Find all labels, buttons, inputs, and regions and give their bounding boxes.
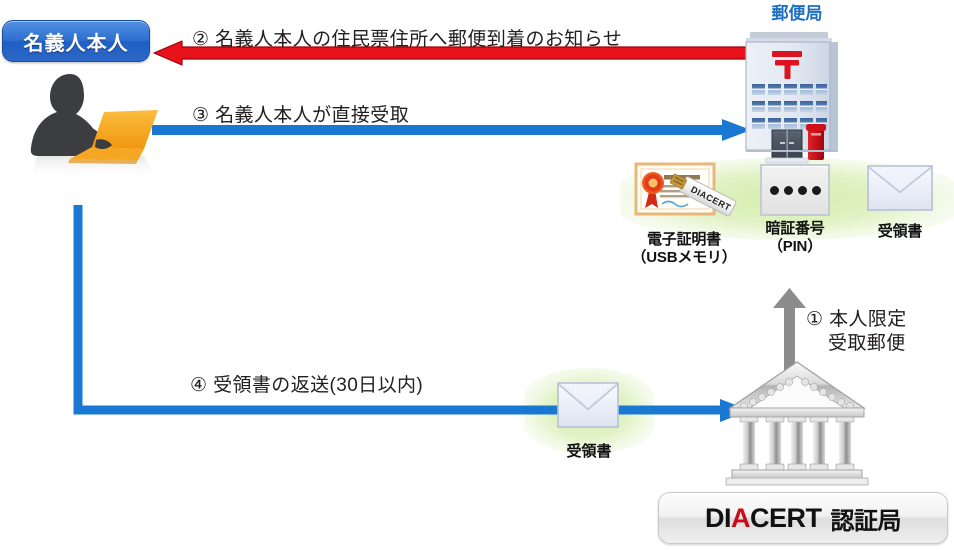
step1-label-line2: 受取郵便 bbox=[828, 333, 906, 355]
post-office-label-text: 郵便局 bbox=[771, 4, 823, 23]
item-pin-caption-line2: （PIN） bbox=[767, 238, 822, 256]
diacert-logo-a: A bbox=[731, 502, 751, 533]
arrow-step1-gray bbox=[770, 288, 810, 370]
post-office-label: 郵便局 bbox=[742, 0, 852, 24]
envelope-icon bbox=[557, 382, 619, 428]
item-certificate-caption-line1: 電子証明書 bbox=[646, 231, 721, 248]
pin-dot bbox=[783, 185, 793, 195]
arrow-step3-blue bbox=[152, 118, 752, 142]
item-certificate-caption: 電子証明書 （USBメモリ） bbox=[622, 231, 746, 268]
item-pin-caption-line1: 暗証番号 bbox=[765, 220, 825, 237]
step1-label-line1: ① 本人限定 bbox=[806, 309, 907, 330]
diacert-logo-cert: CERT bbox=[750, 502, 822, 533]
diacert-logo-suffix: 認証局 bbox=[830, 507, 902, 535]
item-receipt-caption: 受領書 bbox=[846, 223, 954, 241]
envelope-icon bbox=[867, 165, 933, 211]
certificate-usb-icon: DIACERT bbox=[634, 162, 737, 217]
person-with-laptop-icon bbox=[8, 52, 168, 187]
pin-dot bbox=[811, 185, 821, 195]
pin-dot bbox=[797, 185, 807, 195]
bank-building-icon bbox=[722, 358, 872, 488]
receipt-envelope-bottom bbox=[556, 380, 620, 435]
owner-badge: 名義人本人 bbox=[2, 20, 150, 62]
step1-label: ① 本人限定 受取郵便 bbox=[806, 308, 907, 357]
diacert-logo: DI A CERT 認証局 bbox=[658, 492, 948, 544]
step3-label: ③ 名義人本人が直接受取 bbox=[192, 105, 410, 126]
item-receipt-caption-line1: 受領書 bbox=[877, 223, 923, 240]
pin-dot bbox=[769, 185, 779, 195]
post-office-building-icon bbox=[730, 22, 865, 167]
item-pin: 暗証番号 （PIN） bbox=[746, 160, 844, 257]
owner-badge-label: 名義人本人 bbox=[23, 32, 129, 55]
item-certificate: DIACERT 電子証明書 （USBメモリ） bbox=[622, 160, 746, 268]
pin-box-icon bbox=[760, 164, 830, 216]
item-receipt: 受領書 bbox=[846, 160, 954, 241]
step2-label: ② 名義人本人の住民票住所へ郵便到着のお知らせ bbox=[192, 29, 623, 50]
diacert-logo-text: DI A CERT 認証局 bbox=[705, 501, 901, 536]
issued-items-row: DIACERT 電子証明書 （USBメモリ） 暗証番号 （PIN） bbox=[622, 160, 954, 280]
step4-label: ④ 受領書の返送(30日以内) bbox=[190, 375, 424, 396]
diacert-logo-di: DI bbox=[705, 502, 732, 533]
item-pin-caption: 暗証番号 （PIN） bbox=[746, 220, 844, 257]
item-certificate-caption-line2: （USBメモリ） bbox=[631, 249, 737, 267]
receipt-envelope-bottom-caption: 受領書 bbox=[566, 443, 612, 460]
